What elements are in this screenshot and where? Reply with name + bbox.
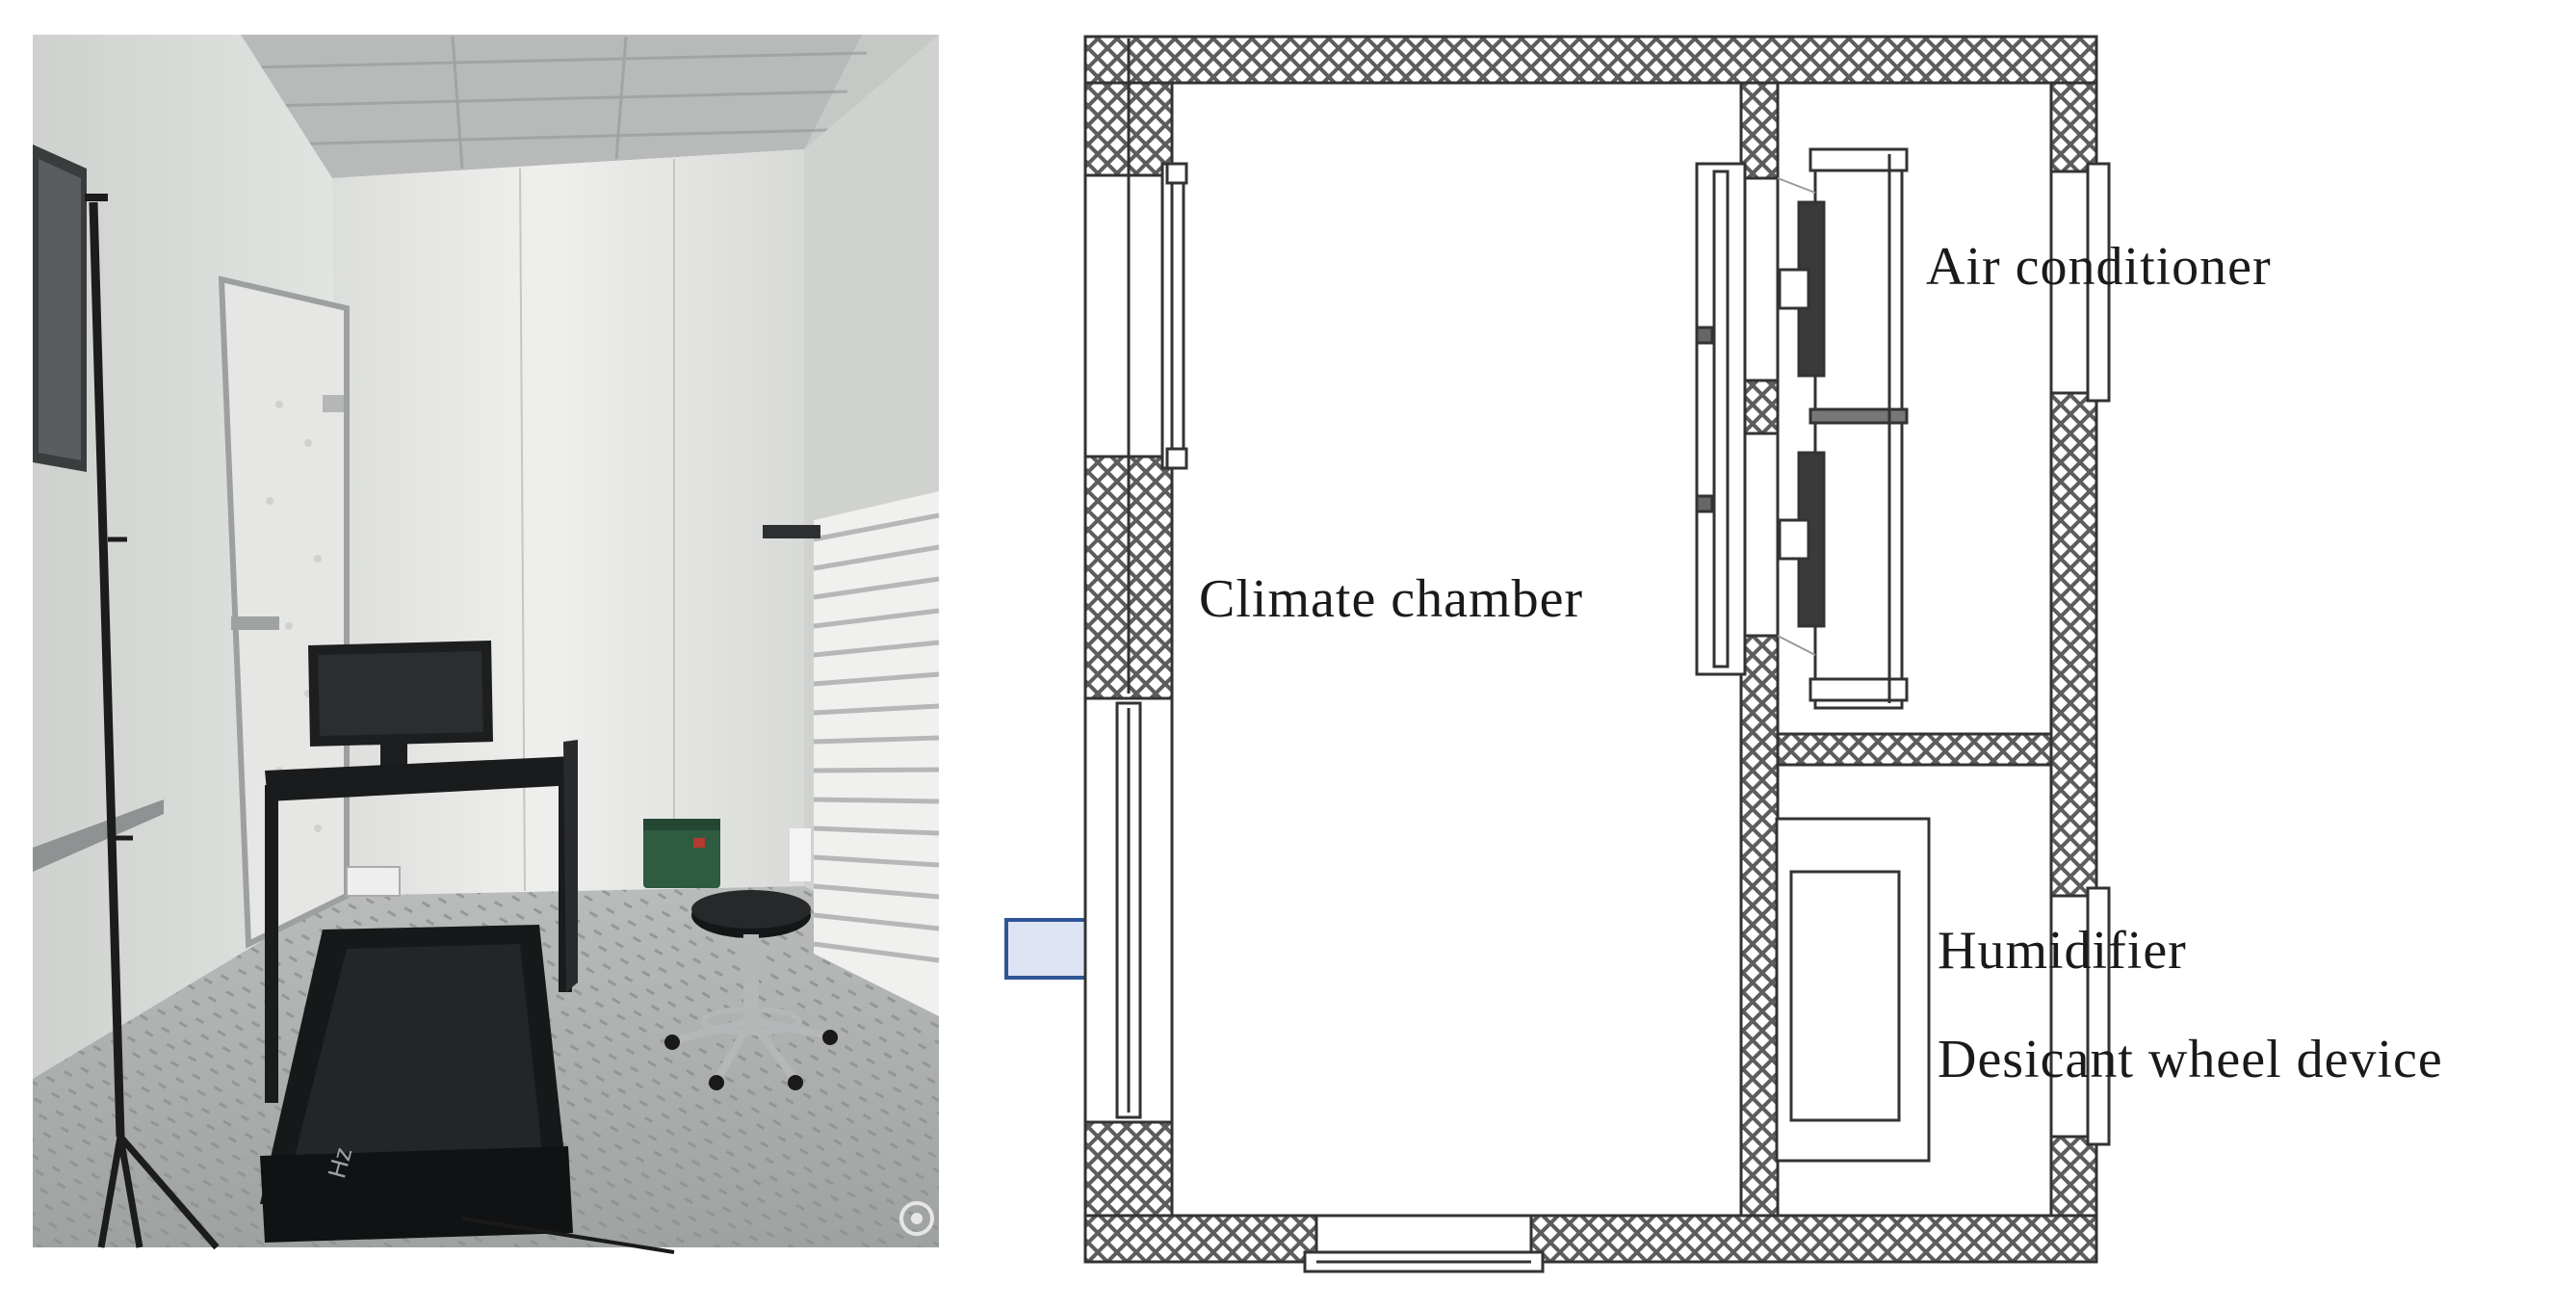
label-air-conditioner: Air conditioner: [1926, 237, 2272, 297]
partition-duct: [1695, 162, 1780, 676]
label-desiccant: Desicant wheel device: [1938, 1030, 2443, 1089]
left-wall-door: [1083, 696, 1174, 1124]
photo-frame: Hz: [33, 35, 940, 1254]
right-wall-vent-bottom: [2049, 886, 2111, 1146]
camera-icon: [899, 1201, 934, 1236]
wall-louvre: [763, 491, 940, 1016]
toolbox: [643, 819, 720, 888]
treadmill: Hz: [260, 641, 675, 1254]
label-climate-chamber: Climate chamber: [1199, 569, 1583, 629]
label-humidifier: Humidifier: [1938, 921, 2187, 981]
climate-chamber-room: [1170, 81, 1743, 1218]
air-conditioner-unit: [1777, 147, 1909, 710]
desiccant-unit: [1775, 817, 1931, 1163]
tripod-stand: [85, 194, 220, 1250]
right-wall-vent-top: [2049, 162, 2111, 403]
bottom-door: [1303, 1214, 1545, 1273]
stool: [664, 890, 838, 1090]
left-wall-window: [1083, 162, 1188, 470]
